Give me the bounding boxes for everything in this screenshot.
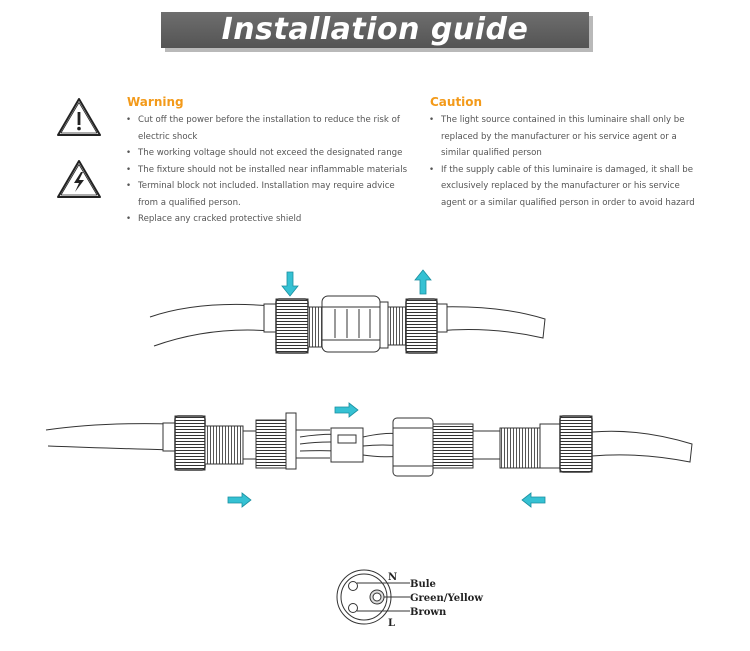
pin-l-label: L [388,618,395,629]
warning-list: Cut off the power before the installatio… [126,112,416,228]
warning-title: Warning [127,95,184,109]
pin-n-label: N [388,572,397,583]
arrow-left-icon [521,492,546,508]
exclamation-triangle-icon [57,98,101,136]
arrow-up-icon [414,269,432,295]
high-voltage-icon [57,160,101,198]
arrow-right-icon [334,402,359,418]
caution-title: Caution [430,95,483,109]
list-item: The working voltage should not exceed th… [126,145,416,162]
list-item: Terminal block not included. Installatio… [126,178,416,211]
caution-list: The light source contained in this lumin… [429,112,704,211]
wire-blue-label: Bule [410,579,436,590]
list-item: Cut off the power before the installatio… [126,112,416,145]
list-item: The light source contained in this lumin… [429,112,704,162]
arrow-down-icon [281,271,299,297]
arrow-right-icon [227,492,252,508]
list-item: Replace any cracked protective shield [126,211,416,228]
list-item: The fixture should not be installed near… [126,162,416,179]
list-item: If the supply cable of this luminaire is… [429,162,704,212]
wire-brown-label: Brown [410,607,447,618]
title-banner: Installation guide [161,12,589,48]
wire-ground-label: Green/Yellow [410,593,483,604]
page-title: Installation guide [221,12,529,47]
